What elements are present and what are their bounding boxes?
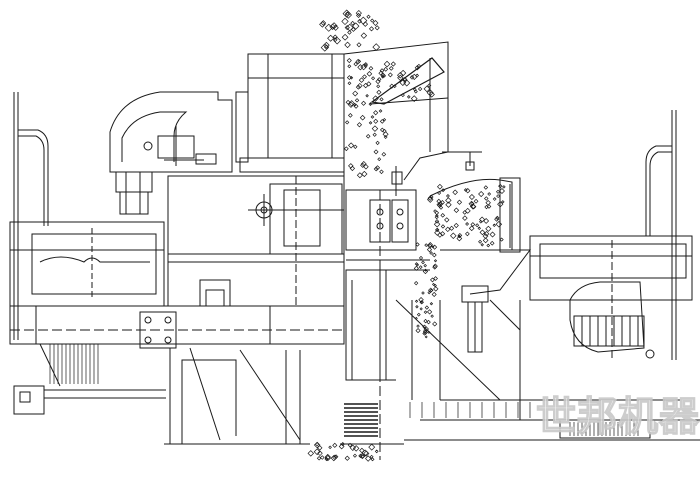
- left-rail: [13, 92, 49, 340]
- right-rail: [645, 110, 677, 360]
- left-support-legs: [164, 279, 310, 445]
- right-belt-lines: [409, 402, 639, 436]
- feed-hopper: [235, 53, 345, 173]
- main-base-frame: [9, 305, 345, 349]
- left-lower-frame: [13, 343, 166, 415]
- discharge-material-bottom: [307, 441, 379, 462]
- falling-stream: [413, 242, 439, 339]
- right-motor-guard: [529, 235, 693, 360]
- feed-material-top: [319, 9, 381, 52]
- bottom-spring-coils: [344, 403, 378, 437]
- rotor-column: [345, 189, 430, 460]
- crusher-body: [167, 175, 345, 307]
- left-belt-guard: [9, 221, 165, 307]
- discharge-cone: [395, 249, 531, 401]
- left-belt-lines: [49, 344, 99, 384]
- watermark-logo: 世邦机器: [535, 393, 700, 440]
- chute-material: [343, 57, 435, 179]
- crushed-material: [427, 183, 506, 248]
- feed-chute: [343, 41, 482, 196]
- left-motor-housing: [109, 91, 233, 215]
